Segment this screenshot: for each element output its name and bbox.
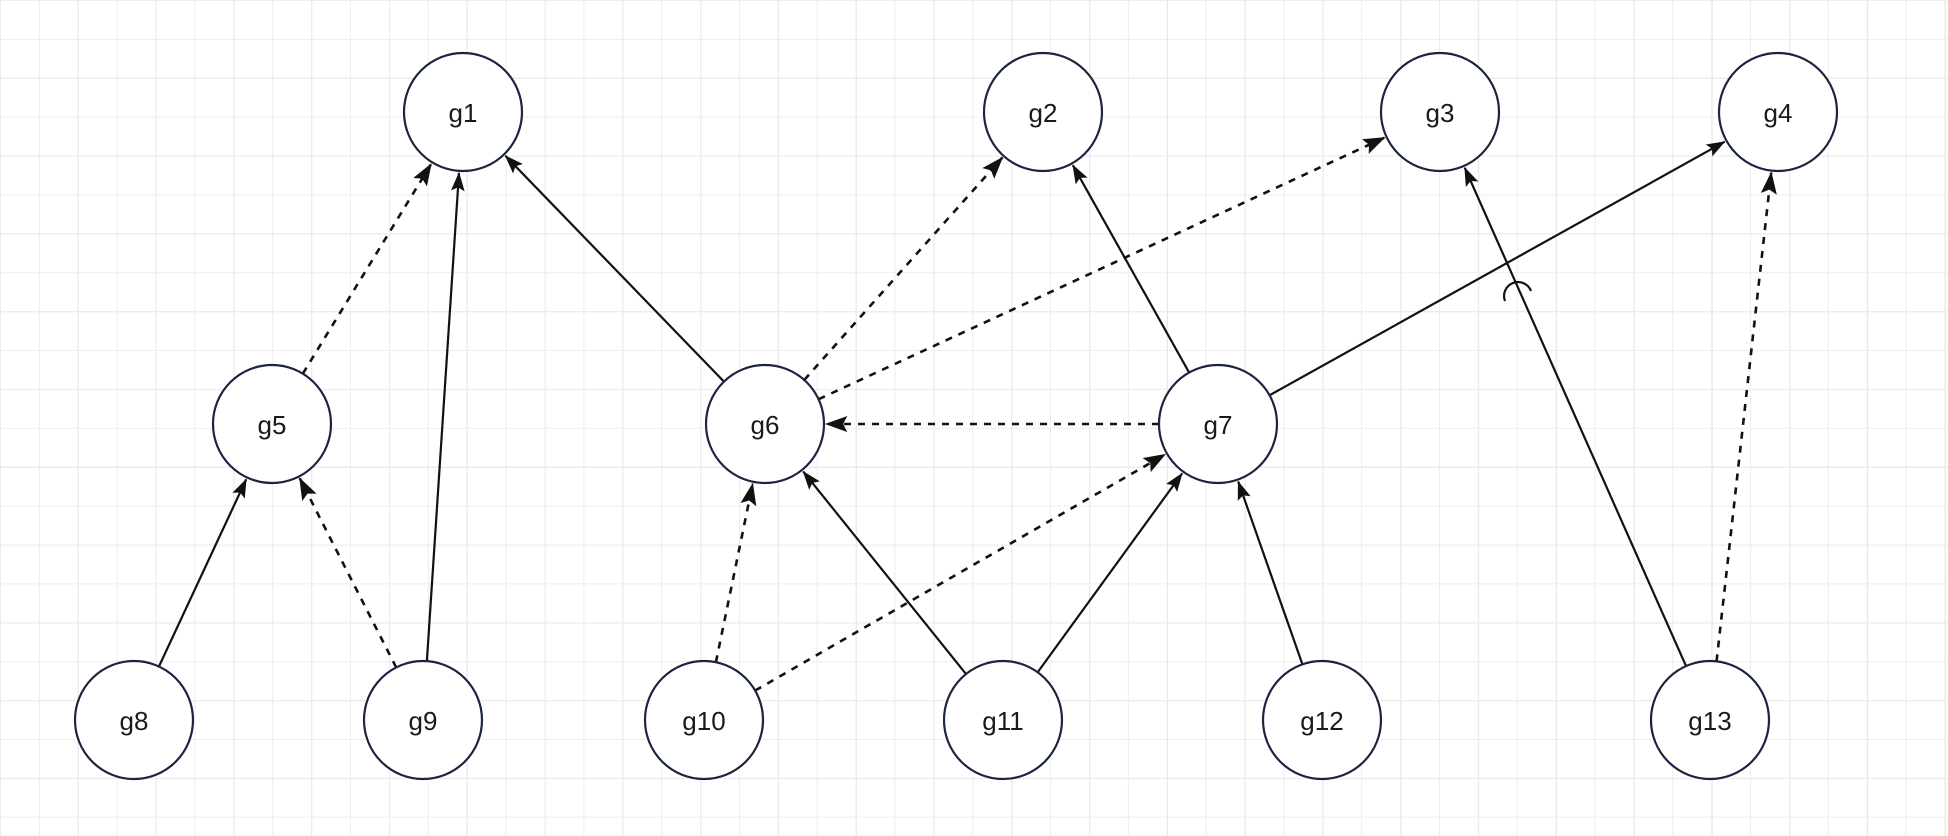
node-g12-circle[interactable] (1261, 659, 1383, 781)
node-g5-label: g5 (258, 410, 287, 440)
edge-g6-to-g2[interactable] (803, 156, 1004, 381)
node-g7-circle[interactable] (1157, 363, 1279, 485)
edge-g9-to-g5[interactable] (298, 477, 398, 669)
node-g5[interactable]: g5 (211, 363, 333, 485)
node-g2-label: g2 (1029, 98, 1058, 128)
node-g10[interactable]: g10 (643, 659, 765, 781)
edge-g11-to-g7[interactable] (1036, 472, 1184, 673)
node-g3[interactable]: g3 (1379, 51, 1501, 173)
node-g9-label: g9 (409, 706, 438, 736)
node-g13-circle[interactable] (1649, 659, 1771, 781)
node-g10-label: g10 (682, 706, 725, 736)
node-g8-label: g8 (120, 706, 149, 736)
node-g3-circle[interactable] (1379, 51, 1501, 173)
node-g6-label: g6 (751, 410, 780, 440)
node-g8-circle[interactable] (73, 659, 195, 781)
node-g3-label: g3 (1426, 98, 1455, 128)
node-g4[interactable]: g4 (1717, 51, 1839, 173)
node-g2-circle[interactable] (982, 51, 1104, 173)
node-g4-label: g4 (1764, 98, 1793, 128)
nodes-layer: g1 g2 g3 g4 g5 g6 g7 g8 g9 g10 g11 g12 g13 (73, 51, 1839, 781)
node-g11-circle[interactable] (942, 659, 1064, 781)
edge-g6-to-g1[interactable] (504, 155, 725, 383)
line-hops-layer (1502, 280, 1533, 302)
edge-g12-to-g7[interactable] (1237, 480, 1304, 665)
node-g9[interactable]: g9 (362, 659, 484, 781)
node-g4-circle[interactable] (1717, 51, 1839, 173)
node-g9-circle[interactable] (362, 659, 484, 781)
node-g6[interactable]: g6 (704, 363, 826, 485)
node-g8[interactable]: g8 (73, 659, 195, 781)
edge-g5-to-g1[interactable] (301, 163, 433, 375)
node-g1-label: g1 (449, 98, 478, 128)
node-g7[interactable]: g7 (1157, 363, 1279, 485)
edge-g6-to-g3[interactable] (818, 136, 1386, 401)
node-g10-circle[interactable] (643, 659, 765, 781)
edge-g9-to-g1[interactable] (425, 171, 465, 662)
edge-g11-to-g6[interactable] (802, 470, 967, 675)
node-g2[interactable]: g2 (982, 51, 1104, 173)
node-g5-circle[interactable] (211, 363, 333, 485)
edge-g13-to-g4[interactable] (1715, 171, 1777, 662)
node-g13-label: g13 (1688, 706, 1731, 736)
node-g11-label: g11 (982, 706, 1023, 736)
line-hop-g7-g4-over-g13-g3 (1502, 280, 1533, 302)
node-g7-label: g7 (1204, 410, 1233, 440)
edge-g8-to-g5[interactable] (157, 478, 248, 667)
node-g1[interactable]: g1 (402, 51, 524, 173)
node-g6-circle[interactable] (704, 363, 826, 485)
edge-g10-to-g6[interactable] (714, 482, 757, 663)
node-g12-label: g12 (1300, 706, 1343, 736)
edge-g13-to-g3[interactable] (1463, 166, 1688, 667)
node-g12[interactable]: g12 (1261, 659, 1383, 781)
edge-g7-to-g4[interactable] (1269, 140, 1726, 397)
node-g13[interactable]: g13 (1649, 659, 1771, 781)
node-g1-circle[interactable] (402, 51, 524, 173)
edge-g7-to-g2[interactable] (1071, 164, 1191, 374)
node-g11[interactable]: g11 (942, 659, 1064, 781)
edges-layer (157, 136, 1777, 692)
edge-g10-to-g7[interactable] (754, 453, 1167, 692)
